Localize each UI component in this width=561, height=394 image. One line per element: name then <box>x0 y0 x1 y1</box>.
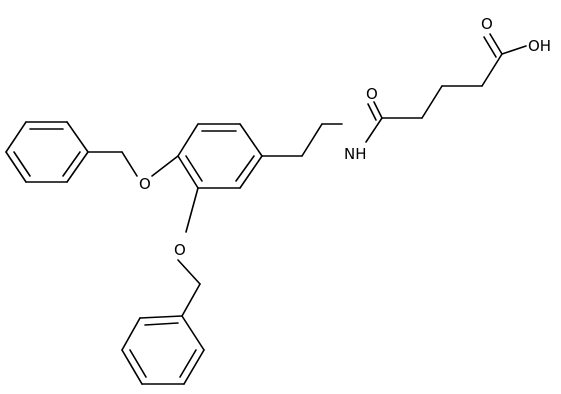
acid-hydroxyl-label: OH <box>528 37 551 55</box>
ether-oxygen-lower-label: O <box>174 241 186 259</box>
phenyl-ring-upper <box>5 121 89 183</box>
ethyl-linker <box>261 123 343 157</box>
ether-oxygen-upper-label: O <box>139 175 151 193</box>
benzyloxy-link-lower <box>177 187 201 317</box>
acid-carbonyl-oxygen-label: O <box>481 15 493 33</box>
glutaric-chain <box>421 53 503 119</box>
amide-oxygen-label: O <box>366 85 378 103</box>
amide-group <box>365 101 423 143</box>
benzyloxy-link-upper <box>87 151 179 177</box>
phenyl-ring-lower <box>121 315 205 385</box>
amide-nitrogen-label: NH <box>344 145 367 163</box>
carboxylic-acid-group <box>483 33 527 58</box>
central-ring <box>177 123 263 189</box>
